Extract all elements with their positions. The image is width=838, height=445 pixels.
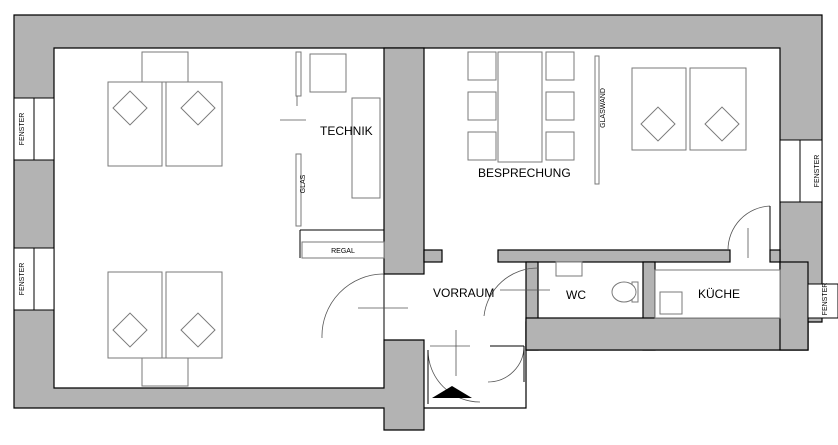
- glaswand-label: GLASWAND: [600, 88, 607, 128]
- lower-south-wall: [525, 317, 809, 351]
- room-label-wc: WC: [566, 288, 586, 302]
- doors: [321, 205, 771, 404]
- wc-room: WC: [555, 261, 639, 303]
- glas-label: GLAS: [300, 174, 307, 193]
- technik-area: REGAL GLAS TECHNIK: [280, 51, 385, 259]
- entrance-arrow: [432, 386, 472, 398]
- partition-wall-left: [383, 47, 425, 275]
- right-windows: FENSTER FENSTER: [779, 139, 838, 319]
- regal-shelf: [301, 241, 385, 259]
- fenster-label-left-upper: FENSTER: [19, 113, 26, 146]
- regal-label: REGAL: [331, 248, 355, 255]
- room-label-kueche: KÜCHE: [698, 287, 740, 301]
- fenster-label-left-lower: FENSTER: [19, 263, 26, 296]
- kueche-room: KÜCHE: [654, 269, 781, 319]
- kitchen-east-stub: [769, 249, 781, 263]
- window-right-lower: [807, 283, 838, 319]
- glaswand: [594, 55, 600, 185]
- walls: [13, 14, 823, 431]
- besprechung-area: GLASWAND BESPRECHUNG: [467, 51, 747, 185]
- left-windows: FENSTER FENSTER: [13, 97, 55, 311]
- window-right-upper: [779, 139, 823, 203]
- room-label-besprechung: BESPRECHUNG: [478, 166, 571, 180]
- meeting-table: [497, 51, 543, 163]
- partition-wall-stub: [423, 249, 443, 263]
- fenster-label-right-upper: FENSTER: [814, 155, 821, 188]
- room-label-vorraum: VORRAUM: [433, 286, 494, 300]
- desk-group-lower: [107, 271, 223, 387]
- kueche-east-wall: [779, 261, 809, 351]
- fenster-label-right-lower: FENSTER: [822, 283, 829, 316]
- besprechung-south-wall: [497, 249, 731, 263]
- desk-group-upper: [107, 51, 223, 167]
- room-label-technik: TECHNIK: [320, 124, 373, 138]
